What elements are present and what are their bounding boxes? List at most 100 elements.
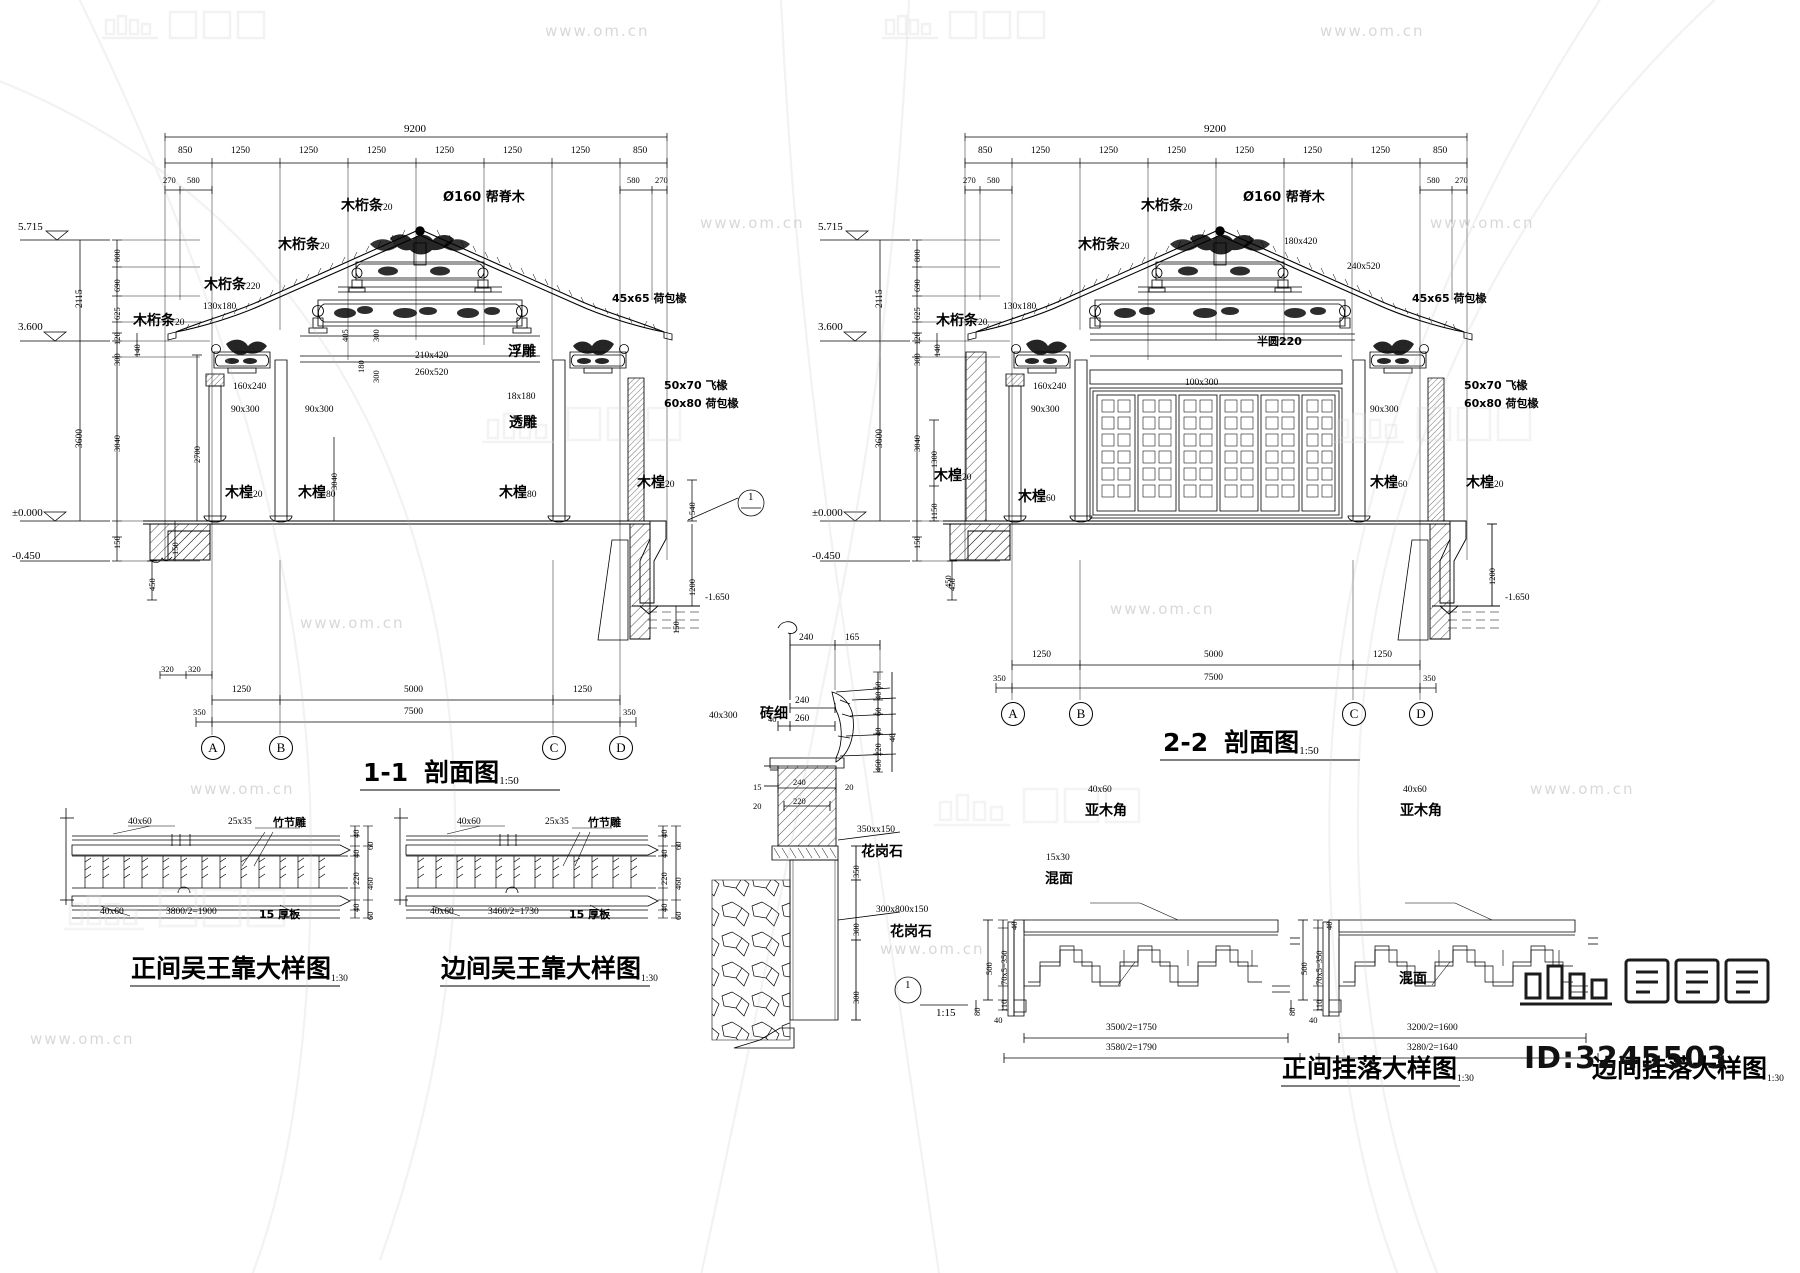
dim-v-right: 540 <box>687 502 697 515</box>
annotation: 浮雕 <box>508 344 536 360</box>
annotation: 130x180 <box>203 302 237 312</box>
annotation: 木楻80 <box>499 485 537 501</box>
annotation: 240x520 <box>1347 262 1381 272</box>
node-bubble-number: 1 <box>905 979 911 991</box>
annotation-label: 木楻 <box>298 485 326 501</box>
dim-v: 625 <box>912 307 922 320</box>
annotation: 90x300 <box>1370 405 1399 415</box>
dim-v-right: 1200 <box>687 579 697 596</box>
dim-v: 70x5=350 <box>999 950 1009 985</box>
section-title-name: 剖面图 <box>424 758 500 787</box>
node-dim: 240 <box>795 696 810 706</box>
annotation-size: 20 <box>175 318 185 328</box>
detail-label-baluster: 25x35 <box>545 817 569 827</box>
grid-bubble-c: C <box>542 736 566 760</box>
section-title-1-1: 1-1 剖面图1:50 <box>363 760 519 787</box>
dim-bottom-total: 7500 <box>1204 673 1223 683</box>
dim-v: 60 <box>673 911 683 921</box>
dim-bottom: 1250 <box>573 685 592 695</box>
detail-scale: 1:30 <box>641 974 658 984</box>
level-mark: -0.450 <box>12 550 41 562</box>
grid-bubble-a: A <box>201 736 225 760</box>
dim-v: 690 <box>912 279 922 292</box>
annotation: 木楻20 <box>225 485 263 501</box>
node-dim: 40 <box>768 714 777 724</box>
gualuo-lattice-name: 混面 <box>1045 871 1073 887</box>
dim-v: 220 <box>351 872 361 885</box>
annotation: 50x70 飞椽 <box>664 379 728 392</box>
annotation-label: 木桁条 <box>1078 237 1120 253</box>
node-dim: 300 <box>851 923 861 936</box>
node-label-granite-top: 350xx150 <box>857 825 895 835</box>
dim-sub: 270 <box>163 175 176 185</box>
dim-v: 1150 <box>929 503 939 520</box>
dim-v: 3040 <box>912 435 922 452</box>
dim-bay: 1250 <box>367 146 386 156</box>
dim-h: 40 <box>994 1015 1003 1025</box>
dim-total-top: 9200 <box>404 123 426 135</box>
annotation-size: 20 <box>1494 480 1504 490</box>
gualuo-top-member-name: 亚木角 <box>1085 803 1127 819</box>
level-mark: 3.600 <box>18 321 43 333</box>
detail-label-carving: 竹节雕 <box>273 816 306 829</box>
detail-label-top-member: 40x60 <box>128 817 152 827</box>
node-scale: 1:15 <box>936 1007 956 1019</box>
dim-v: 40 <box>351 849 361 859</box>
annotation: 130x180 <box>1003 302 1037 312</box>
detail-title-bianjian-gualuo: 边间挂落大样图1:30 <box>1592 1056 1784 1085</box>
dim-v: 70x5=350 <box>1314 950 1324 985</box>
dim-v: 3600 <box>875 429 885 448</box>
grid-bubble-b: B <box>1069 702 1093 726</box>
dim-bay: 1250 <box>435 146 454 156</box>
dim-footing: 320 <box>161 664 174 674</box>
annotation: 260x520 <box>415 368 449 378</box>
dim-bay: 1250 <box>231 146 250 156</box>
gualuo-top-member: 40x60 <box>1088 785 1112 795</box>
dim-footing: 320 <box>188 664 201 674</box>
node-dim: 220 <box>793 796 806 806</box>
annotation: 210x420 <box>415 351 449 361</box>
dim-v: 150 <box>170 542 180 555</box>
annotation-label: 木桁条 <box>204 277 246 293</box>
dim-total-top: 9200 <box>1204 123 1226 135</box>
annotation-label: 木楻 <box>1018 489 1046 505</box>
dim-v: 60 <box>365 841 375 851</box>
detail-title-text: 正间吴王靠大样图 <box>131 954 332 983</box>
detail-title-text: 正间挂落大样图 <box>1282 1054 1458 1083</box>
dim-v: 40 <box>659 903 669 913</box>
annotation: 木桁条220 <box>204 277 260 293</box>
node-label-granite-base: 300x800x150 <box>876 905 929 915</box>
dim-v: 120 <box>112 332 122 345</box>
dim-bay: 850 <box>178 146 193 156</box>
annotation: 90x300 <box>305 405 334 415</box>
node-dim: 240 <box>793 777 806 787</box>
dim-bottom: 1250 <box>1373 650 1392 660</box>
annotation: 木楻20 <box>1466 475 1504 491</box>
node-dim: 15 <box>753 782 762 792</box>
dim-v: 220 <box>659 872 669 885</box>
gualuo-inner-span: 3200/2=1600 <box>1407 1023 1458 1033</box>
dim-sub: 580 <box>627 175 640 185</box>
annotation: 100x300 <box>1185 378 1219 388</box>
dim-v: 110 <box>999 999 1009 1012</box>
dim-v: 1300 <box>929 451 939 468</box>
annotation: Ø160 帮脊木 <box>443 190 525 205</box>
dim-bay: 1250 <box>1235 146 1254 156</box>
gualuo-lattice-name: 混面 <box>1399 971 1427 987</box>
dim-v-right: 1200 <box>1487 568 1497 585</box>
asset-id-label: ID:3245503 <box>1524 1041 1729 1076</box>
dim-v: 450 <box>147 578 157 591</box>
node-dim: 350 <box>851 865 861 878</box>
gualuo-lattice: 15x30 <box>1046 853 1070 863</box>
node-dim: 60 <box>873 707 883 717</box>
annotation-label: 木楻 <box>1466 475 1494 491</box>
annotation-label: 木楻 <box>1370 475 1398 491</box>
brand-logo <box>1518 950 1778 1017</box>
node-dim: 260 <box>795 714 810 724</box>
node-dim: 300 <box>851 991 861 1004</box>
annotation: 18x180 <box>507 392 536 402</box>
dim-v-right: 150 <box>671 621 681 634</box>
dim-v: 140 <box>132 344 142 357</box>
annotation-label: 木桁条 <box>278 237 320 253</box>
